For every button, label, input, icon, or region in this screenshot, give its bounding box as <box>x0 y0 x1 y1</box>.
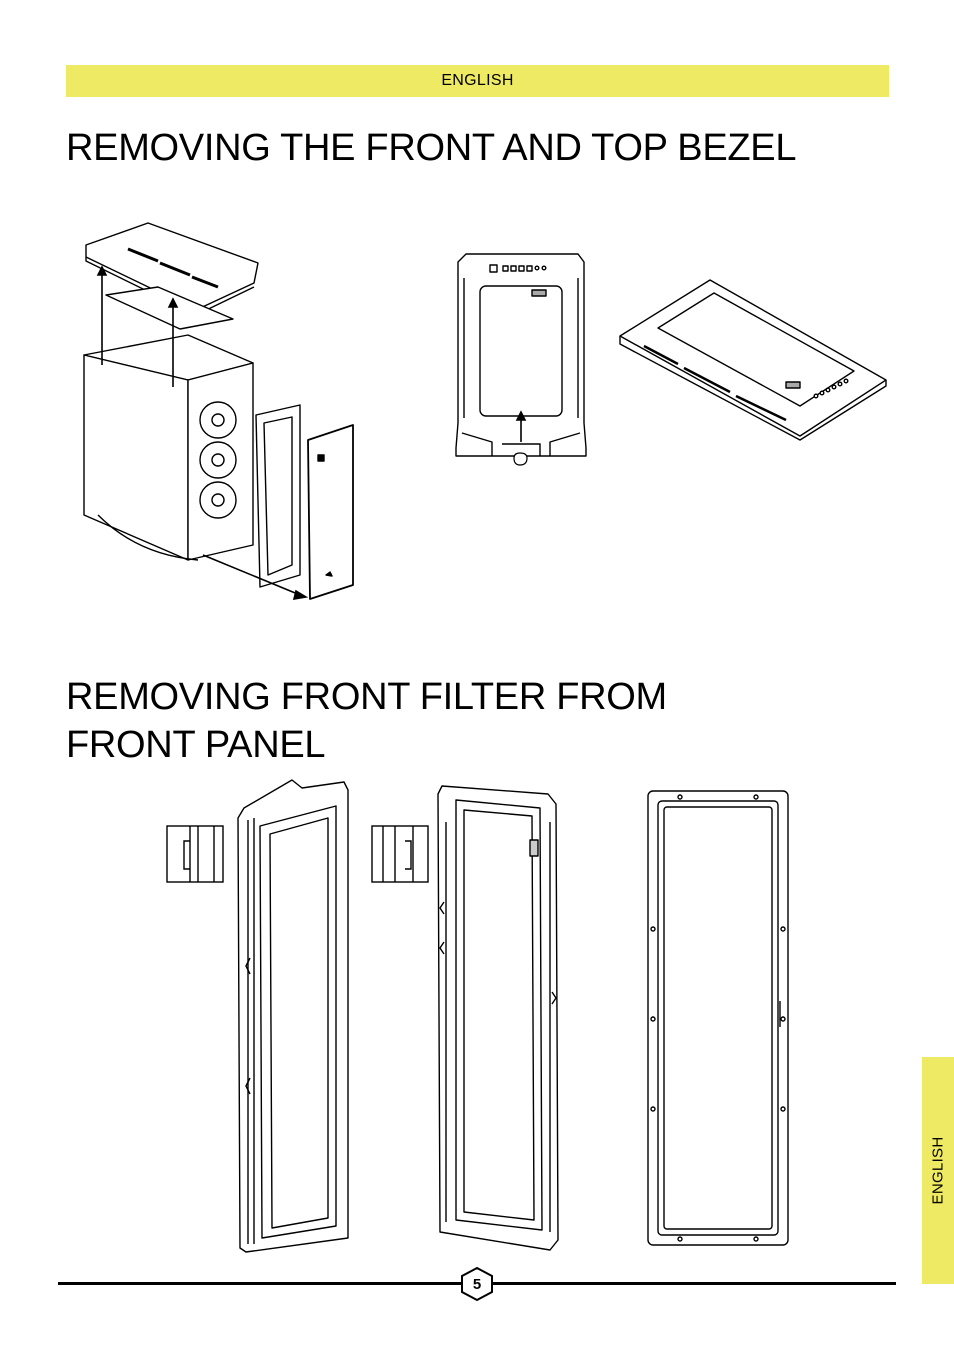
section-title-filter-line1: REMOVING FRONT FILTER FROM <box>66 676 667 718</box>
section-title-filter-line2: FRONT PANEL <box>66 724 326 766</box>
page-number: 5 <box>472 1275 482 1293</box>
language-header-label: ENGLISH <box>441 72 514 89</box>
top-bezel-illustration <box>619 279 887 441</box>
filter-step-3-illustration <box>647 790 789 1246</box>
front-filter-part <box>255 404 301 588</box>
language-header-bar: ENGLISH <box>66 65 889 97</box>
clip-detail-box-2 <box>371 825 429 883</box>
hexagon-badge-icon <box>461 1266 493 1302</box>
case-exploded-illustration <box>83 222 354 600</box>
clip-detail-box-1 <box>166 825 224 883</box>
page-number-badge: 5 <box>460 1266 494 1302</box>
section-title-filter: REMOVING FRONT FILTER FROM FRONT PANEL <box>66 673 667 769</box>
language-side-tab: ENGLISH <box>922 1057 954 1284</box>
filter-step-1-illustration <box>237 779 349 1253</box>
section-title-bezel: REMOVING THE FRONT AND TOP BEZEL <box>66 127 797 169</box>
filter-step-2-illustration <box>437 785 559 1251</box>
front-bezel-illustration <box>455 253 587 466</box>
language-side-tab-label: ENGLISH <box>929 1136 947 1205</box>
front-panel-part <box>307 424 354 600</box>
top-dust-filter-part <box>105 286 234 330</box>
grip-hand-icon <box>513 452 528 466</box>
